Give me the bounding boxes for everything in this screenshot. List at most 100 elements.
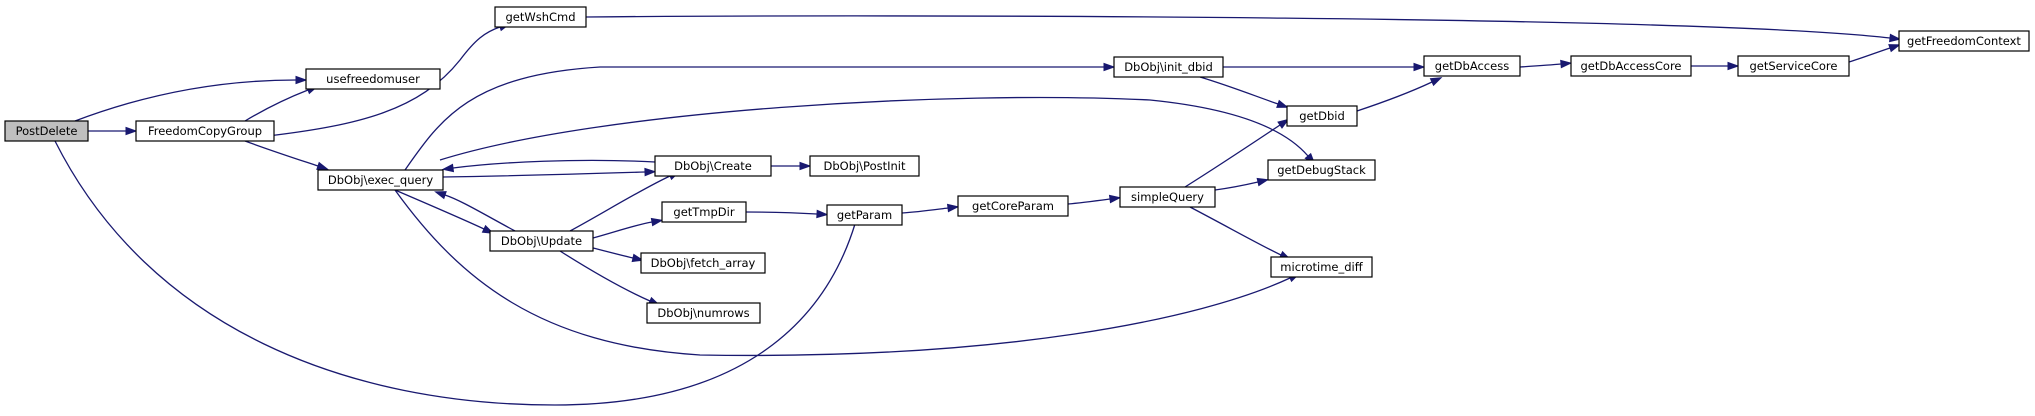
node-box xyxy=(1570,55,1692,77)
node-getfreedomcontext[interactable]: getFreedomContext xyxy=(1898,30,2030,52)
node-getcoreparam[interactable]: getCoreParam xyxy=(957,195,1069,217)
node-label: getDebugStack xyxy=(1277,163,1366,177)
node-getdbid[interactable]: getDbid xyxy=(1286,105,1358,127)
node-box xyxy=(489,230,594,252)
arrowhead xyxy=(631,253,645,263)
arrowhead xyxy=(295,75,308,85)
arrowhead xyxy=(650,217,664,227)
node-box xyxy=(646,302,761,324)
node-box xyxy=(1898,30,2030,52)
node-box xyxy=(305,68,441,90)
call-graph-edges xyxy=(54,15,1902,406)
node-getdbaccess[interactable]: getDbAccess xyxy=(1423,55,1521,77)
node-label: simpleQuery xyxy=(1131,190,1204,204)
node-label: getDbAccess xyxy=(1435,59,1509,73)
node-box xyxy=(1119,186,1216,208)
arrowhead xyxy=(1108,194,1122,204)
node-box xyxy=(640,252,766,274)
node-box xyxy=(1737,55,1850,77)
arrowhead xyxy=(1888,44,1901,53)
node-label: DbObj\fetch_array xyxy=(651,256,756,270)
edge-init-dbid-to-getdbaccess xyxy=(1223,62,1426,72)
node-box xyxy=(4,120,89,142)
node-label: microtime_diff xyxy=(1280,260,1363,274)
node-label: getDbid xyxy=(1299,109,1345,123)
arrowhead xyxy=(644,167,657,177)
arrowhead xyxy=(1276,99,1289,108)
node-getdbaccesscore[interactable]: getDbAccessCore xyxy=(1570,55,1692,77)
node-microtime-diff[interactable]: microtime_diff xyxy=(1270,256,1373,278)
edge-getservicecore-to-getfreedomcontext xyxy=(1848,44,1901,63)
node-getwshcmd[interactable]: getWshCmd xyxy=(494,6,587,28)
node-fetch-array[interactable]: DbObj\fetch_array xyxy=(640,252,766,274)
node-label: getDbAccessCore xyxy=(1580,59,1681,73)
arrowhead xyxy=(816,209,829,219)
node-getservicecore[interactable]: getServiceCore xyxy=(1737,55,1850,77)
node-box xyxy=(1270,256,1373,278)
edge-create-to-exec-query xyxy=(441,159,656,173)
edge-simplequery-to-microtime-diff xyxy=(1189,206,1292,260)
arrowhead xyxy=(799,161,812,171)
node-label: DbObj\Create xyxy=(674,159,752,173)
edge-exec-query-to-getdebugstack xyxy=(439,96,1316,165)
node-init-dbid[interactable]: DbObj\init_dbid xyxy=(1113,56,1224,78)
edge-init-dbid-to-getdbid xyxy=(1199,76,1289,108)
edge-update-to-exec-query xyxy=(434,191,516,232)
node-box xyxy=(1113,56,1224,78)
arrowhead xyxy=(1889,33,1902,43)
node-box xyxy=(1423,55,1521,77)
edge-exec-query-to-create xyxy=(442,167,657,178)
node-label: FreedomCopyGroup xyxy=(148,124,262,138)
node-box xyxy=(826,204,903,226)
node-simplequery[interactable]: simpleQuery xyxy=(1119,186,1216,208)
edge-create-to-postinit xyxy=(771,161,812,171)
node-freedomcopygroup[interactable]: FreedomCopyGroup xyxy=(135,120,275,142)
call-graph-nodes: PostDelete FreedomCopyGroup usefreedomuser… xyxy=(4,6,2030,324)
edge-getparam-to-getcoreparam xyxy=(901,203,960,214)
node-label: DbObj\exec_query xyxy=(328,173,433,187)
node-getdebugstack[interactable]: getDebugStack xyxy=(1267,159,1376,181)
edge-getdbid-to-getdbaccess xyxy=(1356,77,1443,112)
node-box xyxy=(957,195,1069,217)
node-box xyxy=(135,120,275,142)
node-label: usefreedomuser xyxy=(326,72,420,86)
edge-freedomcopygroup-to-exec-query xyxy=(244,140,329,170)
node-label: DbObj\Update xyxy=(501,234,582,248)
edge-getwshcmd-to-getfreedomcontext xyxy=(585,15,1902,43)
node-getparam[interactable]: getParam xyxy=(826,204,903,226)
node-exec-query[interactable]: DbObj\exec_query xyxy=(317,169,444,191)
node-box xyxy=(654,155,772,177)
node-label: getCoreParam xyxy=(972,199,1054,213)
arrowhead xyxy=(125,126,138,136)
edge-exec-query-to-init-dbid xyxy=(404,62,1116,171)
arrowhead xyxy=(946,203,960,213)
arrowhead xyxy=(1560,59,1573,69)
arrowhead xyxy=(316,161,329,170)
node-usefreedomuser[interactable]: usefreedomuser xyxy=(305,68,441,90)
node-numrows[interactable]: DbObj\numrows xyxy=(646,302,761,324)
node-postinit[interactable]: DbObj\PostInit xyxy=(809,155,920,177)
edge-postdelete-to-freedomcopygroup xyxy=(88,126,138,136)
arrowhead xyxy=(441,163,455,173)
arrowhead xyxy=(1429,77,1443,87)
node-box xyxy=(661,201,747,223)
edge-update-to-fetch-array xyxy=(592,247,645,263)
node-postdelete[interactable]: PostDelete xyxy=(4,120,89,142)
edge-getdbaccesscore-to-getservicecore xyxy=(1691,61,1740,71)
edge-postdelete-to-usefreedomuser xyxy=(74,75,308,122)
node-create[interactable]: DbObj\Create xyxy=(654,155,772,177)
node-update[interactable]: DbObj\Update xyxy=(489,230,594,252)
node-box xyxy=(317,169,444,191)
arrowhead xyxy=(1256,177,1270,187)
arrowhead xyxy=(434,191,447,200)
node-label: DbObj\numrows xyxy=(657,306,749,320)
node-label: getTmpDir xyxy=(673,205,734,219)
arrowhead xyxy=(1277,118,1290,129)
edge-getcoreparam-to-simplequery xyxy=(1067,194,1122,205)
edge-gettmpdir-to-getparam xyxy=(745,209,829,219)
edge-getdbaccess-to-getdbaccesscore xyxy=(1519,59,1573,69)
node-gettmpdir[interactable]: getTmpDir xyxy=(661,201,747,223)
node-box xyxy=(1267,159,1376,181)
node-label: DbObj\init_dbid xyxy=(1124,60,1213,74)
